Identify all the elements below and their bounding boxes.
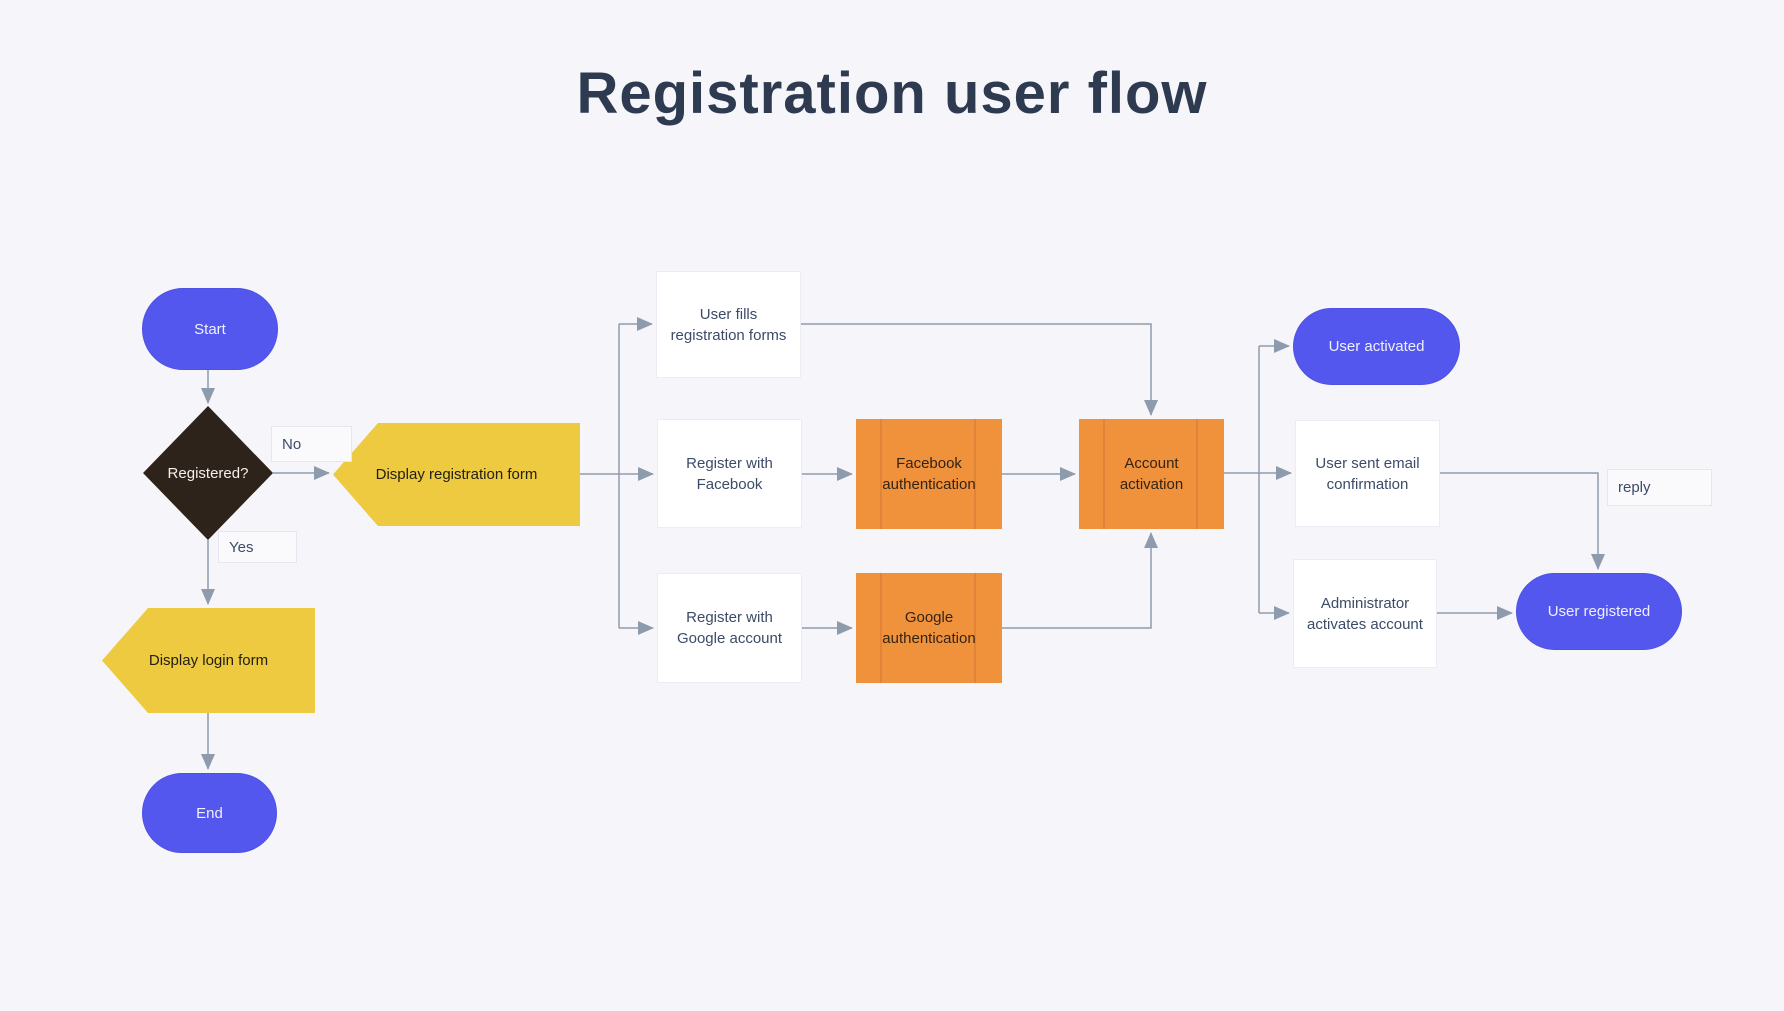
node-user-sent-email-confirmation: User sent email confirmation [1295,420,1440,527]
node-register-with-google: Register with Google account [657,573,802,683]
node-display-registration-form: Display registration form [333,423,580,526]
node-registered-label: Registered? [167,464,249,482]
node-register-with-facebook: Register with Facebook [657,419,802,528]
node-display-login-form-label: Display login form [148,652,269,669]
node-display-login-form: Display login form [102,608,315,713]
node-user-fills-registration-forms: User fills registration forms [656,271,801,378]
node-administrator-activates-account: Administrator activates account [1293,559,1437,668]
edge-label-reply: reply [1607,469,1712,506]
node-end: End [142,773,277,853]
node-account-activation: Account activation [1079,419,1224,529]
node-facebook-auth-label: Facebook authentication [882,455,976,493]
node-user-registered: User registered [1516,573,1682,650]
connector-gauth-to-activation [1002,532,1158,629]
node-register-google-label: Register with Google account [676,609,783,647]
node-user-activated: User activated [1293,308,1460,385]
node-user-registered-label: User registered [1547,603,1651,620]
node-account-activation-label: Account activation [1119,455,1184,493]
node-facebook-authentication: Facebook authentication [856,419,1002,529]
edge-label-no: No [271,426,352,462]
connector-userfills-to-activation [801,323,1158,416]
node-start: Start [142,288,278,370]
node-user-activated-label: User activated [1328,338,1425,355]
node-google-auth-label: Google authentication [882,609,976,647]
connector-email-to-registered [1440,472,1605,570]
edge-label-reply-text: reply [1618,479,1651,496]
node-start-label: Start [194,320,226,338]
edge-label-yes: Yes [218,531,297,563]
node-admin-activates-label: Administrator activates account [1307,594,1423,633]
node-user-sent-email-label: User sent email confirmation [1315,454,1420,493]
node-register-facebook-label: Register with Facebook [686,454,773,493]
node-user-fills-label: User fills registration forms [670,305,787,344]
node-display-registration-form-label: Display registration form [375,466,538,483]
node-google-authentication: Google authentication [856,573,1002,683]
edge-label-no-text: No [282,435,302,453]
page-title: Registration user flow [576,61,1208,126]
edge-label-yes-text: Yes [229,538,254,556]
node-end-label: End [196,804,223,822]
